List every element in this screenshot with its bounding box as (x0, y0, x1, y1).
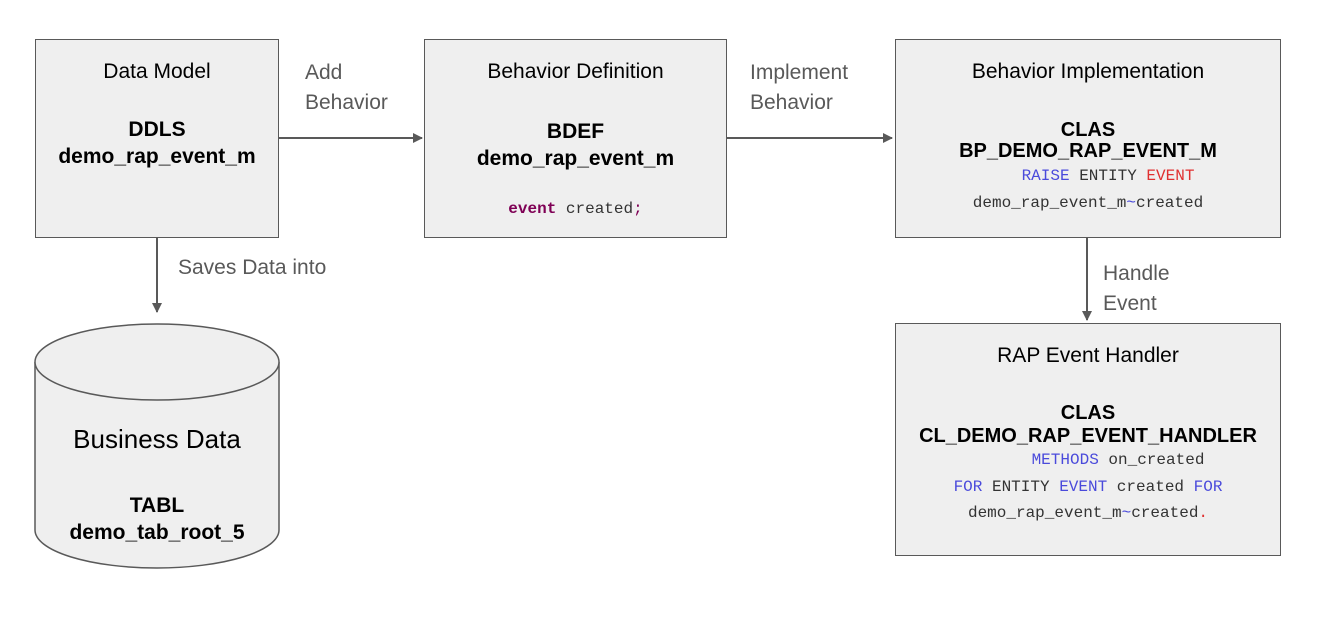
code-line: demo_rap_event_m~created. (967, 504, 1209, 522)
node-type: CLAS (1060, 402, 1116, 424)
edge-label-implement-behavior: Implement Behavior (750, 61, 849, 114)
edge-label-handle-event: Handle Event (1103, 262, 1170, 315)
node-type: CLAS (1060, 119, 1116, 141)
node-object-name: CL_DEMO_RAP_EVENT_HANDLER (919, 425, 1257, 447)
edge-label-saves-data: Saves Data into (178, 256, 327, 279)
node-title: RAP Event Handler (997, 344, 1179, 367)
code-line: event created; (508, 200, 643, 218)
code-line: RAISE ENTITY EVENT (1021, 167, 1195, 185)
code-line: FOR ENTITY EVENT created FOR (953, 478, 1223, 496)
node-title: Behavior Definition (487, 60, 664, 83)
node-type: BDEF (546, 120, 605, 143)
event-handler-node: RAP Event Handler CLAS CL_DEMO_RAP_EVENT… (895, 323, 1281, 556)
node-title: Behavior Implementation (971, 60, 1205, 83)
node-title: Data Model (103, 60, 211, 83)
node-type: DDLS (128, 118, 186, 141)
behavior-implementation-node: Behavior Implementation CLAS BP_DEMO_RAP… (895, 39, 1281, 238)
data-model-node: Data Model DDLS demo_rap_event_m (35, 39, 279, 238)
node-object-name: demo_rap_event_m (476, 147, 675, 170)
node-title: Business Data (73, 424, 241, 454)
node-object-name: demo_tab_root_5 (69, 521, 245, 544)
node-type: TABL (129, 494, 185, 517)
behavior-definition-node: Behavior Definition BDEF demo_rap_event_… (424, 39, 727, 238)
code-line: METHODS on_created (1031, 451, 1205, 469)
business-data-node: Business Data TABL demo_tab_root_5 (35, 400, 279, 550)
node-object-name: demo_rap_event_m (58, 145, 256, 168)
edge-label-add-behavior: Add Behavior (305, 61, 388, 114)
business-data-cylinder (34, 323, 280, 569)
node-object-name: BP_DEMO_RAP_EVENT_M (959, 140, 1217, 162)
code-line: demo_rap_event_m~created (972, 194, 1204, 212)
